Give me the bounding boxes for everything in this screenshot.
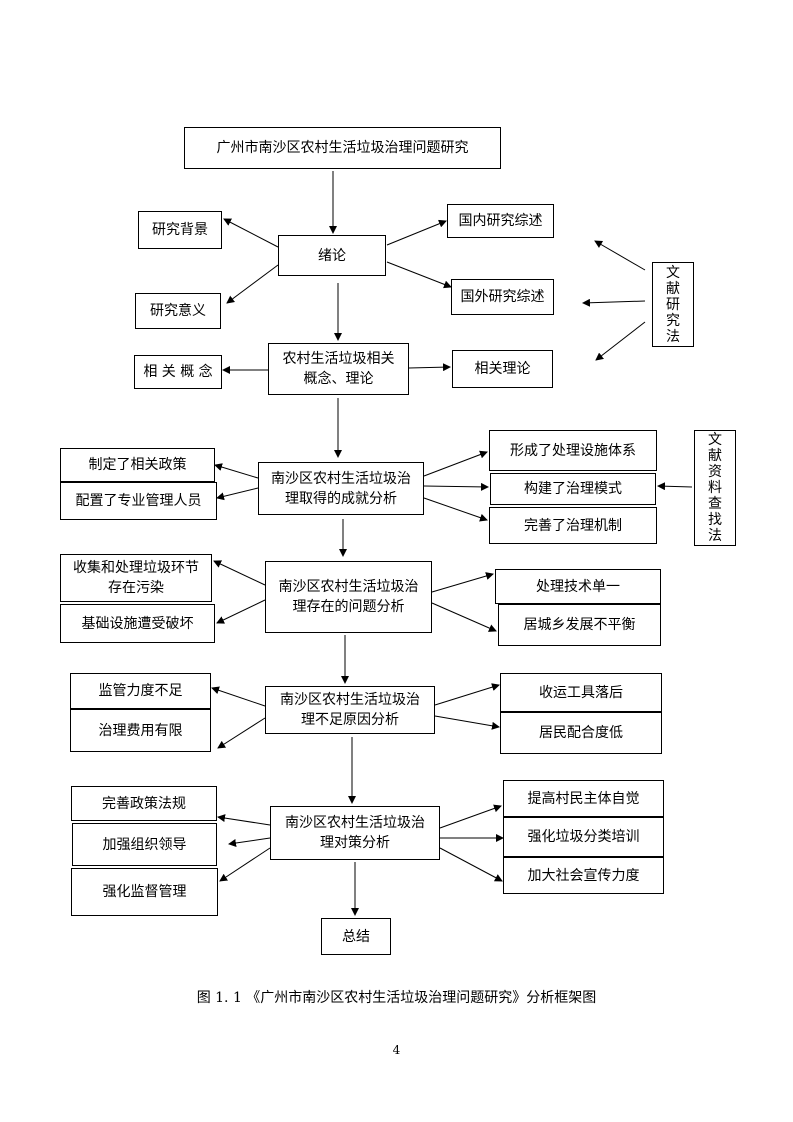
arrow-lit-to-domestic: [594, 240, 646, 271]
org-box: 加强组织领导: [72, 823, 217, 866]
concepts-box: 相 关 概 念: [134, 355, 222, 389]
model-box: 构建了治理模式: [490, 473, 656, 505]
tools-box: 收运工具落后: [500, 673, 662, 712]
infra-box: 基础设施遭受破坏: [60, 604, 215, 643]
arrow-concept-to-theory: [408, 363, 451, 372]
cooperation-box: 居民配合度低: [500, 712, 662, 754]
arrow-cause-to-tools: [434, 683, 500, 706]
monitor-box: 强化监督管理: [71, 868, 218, 916]
publicity-box: 加大社会宣传力度: [503, 857, 664, 894]
law-box: 完善政策法规: [71, 786, 217, 821]
tech-box: 处理技术单一: [495, 569, 661, 604]
significance-box: 研究意义: [135, 293, 221, 329]
literature-method-box: 文 献 研 究 法: [652, 262, 694, 347]
domestic-box: 国内研究综述: [447, 204, 554, 238]
figure-caption: 图 1. 1 《广州市南沙区农村生活垃圾治理问题研究》分析框架图: [196, 990, 597, 1006]
arrow-achieve-to-policy: [214, 463, 259, 479]
data-method-box: 文 献 资 料 查 找 法: [694, 430, 736, 546]
arrow-lit-to-theory: [595, 321, 646, 361]
title-box: 广州市南沙区农村生活垃圾治理问题研究: [184, 127, 501, 169]
arrow-problem-to-tech: [431, 572, 494, 593]
training-box: 强化垃圾分类培训: [503, 817, 664, 857]
achieve-center-box: 南沙区农村生活垃圾治 理取得的成就分析: [258, 462, 424, 515]
foreign-box: 国外研究综述: [451, 279, 554, 315]
page-number: 4: [392, 1043, 401, 1057]
pollution-box: 收集和处理垃圾环节 存在污染: [60, 554, 212, 602]
imbalance-box: 居城乡发展不平衡: [498, 604, 661, 646]
conclusion-box: 总结: [321, 918, 391, 955]
arrow-intro-to-foreign: [386, 261, 452, 289]
problem-center-label: 南沙区农村生活垃圾治 理存在的问题分析: [278, 579, 419, 615]
arrow-cause-to-cost: [217, 717, 266, 749]
measure-center-box: 南沙区农村生活垃圾治 理对策分析: [270, 806, 440, 860]
arrow-intro-to-significance: [226, 264, 279, 304]
supervision-box: 监管力度不足: [70, 673, 211, 709]
staff-box: 配置了专业管理人员: [60, 482, 217, 520]
concept-center-box: 农村生活垃圾相关 概念、理论: [268, 343, 409, 395]
measure-center-label: 南沙区农村生活垃圾治 理对策分析: [285, 815, 425, 851]
background-box: 研究背景: [138, 211, 222, 249]
arrow-intro-to-background: [223, 218, 279, 248]
policy-box: 制定了相关政策: [60, 448, 215, 482]
arrow-achieve-to-mechanism: [423, 497, 488, 522]
arrow-cause-to-supervision: [211, 686, 266, 707]
arrow-measure-to-publicity: [439, 847, 503, 882]
arrow-intro-to-domestic: [386, 219, 447, 246]
awareness-box: 提高村民主体自觉: [503, 780, 664, 817]
achieve-center-label: 南沙区农村生活垃圾治 理取得的成就分析: [271, 470, 411, 507]
concept-center-label: 农村生活垃圾相关 概念、理论: [282, 351, 395, 387]
arrow-cause-to-cooperation: [434, 715, 500, 730]
problem-center-box: 南沙区农村生活垃圾治 理存在的问题分析: [265, 561, 432, 633]
data-method-label: 文 献 资 料 查 找 法: [708, 432, 722, 544]
literature-method-label: 文 献 研 究 法: [666, 264, 680, 345]
arrow-problem-to-infra: [216, 599, 266, 624]
arrow-measure-to-awareness: [439, 804, 502, 829]
arrow-measure-to-monitor: [219, 847, 271, 882]
arrow-problem-to-imbalance: [431, 602, 497, 632]
intro-box: 绪论: [278, 235, 386, 276]
mechanism-box: 完善了治理机制: [489, 507, 657, 544]
arrow-achieve-to-facility: [423, 450, 488, 477]
cause-center-label: 南沙区农村生活垃圾治 理不足原因分析: [280, 692, 420, 728]
pollution-label: 收集和处理垃圾环节 存在污染: [73, 560, 199, 596]
theory-box: 相关理论: [452, 350, 553, 388]
cost-box: 治理费用有限: [70, 709, 211, 752]
arrow-achieve-to-model: [423, 482, 489, 491]
arrow-measure-to-law: [217, 814, 271, 826]
arrow-measure-to-org: [228, 837, 271, 847]
arrow-lit-to-foreign: [582, 298, 646, 307]
arrow-data-to-model: [657, 482, 693, 491]
arrow-achieve-to-staff: [216, 487, 259, 501]
facility-box: 形成了处理设施体系: [489, 430, 657, 471]
cause-center-box: 南沙区农村生活垃圾治 理不足原因分析: [265, 686, 435, 734]
arrow-problem-to-pollution: [213, 560, 266, 586]
